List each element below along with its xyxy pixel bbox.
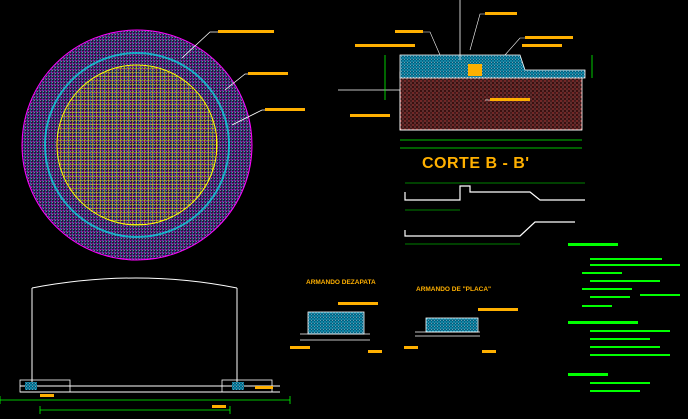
rebar-profile-upper — [404, 185, 585, 201]
placa-detail-title: ARMANDO DE "PLACA" — [416, 286, 492, 293]
rebar-profile-upper-dims — [405, 182, 585, 211]
elevation-callout-labels — [40, 386, 273, 408]
section-water-slab — [399, 54, 586, 79]
plan-leader-callouts — [181, 31, 265, 126]
notes-table — [568, 243, 680, 392]
elevation-dimensions — [0, 396, 291, 414]
zapata-callout-labels — [290, 302, 382, 353]
circular-tank-plan — [21, 29, 253, 261]
placa-callout-labels — [404, 308, 518, 353]
section-dimensions — [384, 55, 593, 149]
placa-detail — [415, 317, 480, 337]
section-title: CORTE B - B' — [422, 155, 530, 172]
section-leader-callouts — [420, 13, 525, 101]
tank-dome — [31, 277, 238, 289]
rebar-profile-lower — [404, 221, 575, 237]
elevation-foundation — [19, 379, 273, 393]
section-ground-line — [338, 89, 582, 131]
plan-ring-band — [44, 52, 230, 238]
plan-inner-slab — [56, 64, 218, 226]
zapata-detail-title: ARMANDO DEZAPATA — [306, 279, 376, 286]
section-callout-labels — [350, 12, 573, 117]
section-yellow-block — [468, 64, 482, 76]
section-detail — [338, 0, 586, 131]
plan-callout-labels — [218, 30, 305, 111]
zapata-detail — [300, 311, 370, 341]
tank-elevation — [20, 277, 280, 393]
